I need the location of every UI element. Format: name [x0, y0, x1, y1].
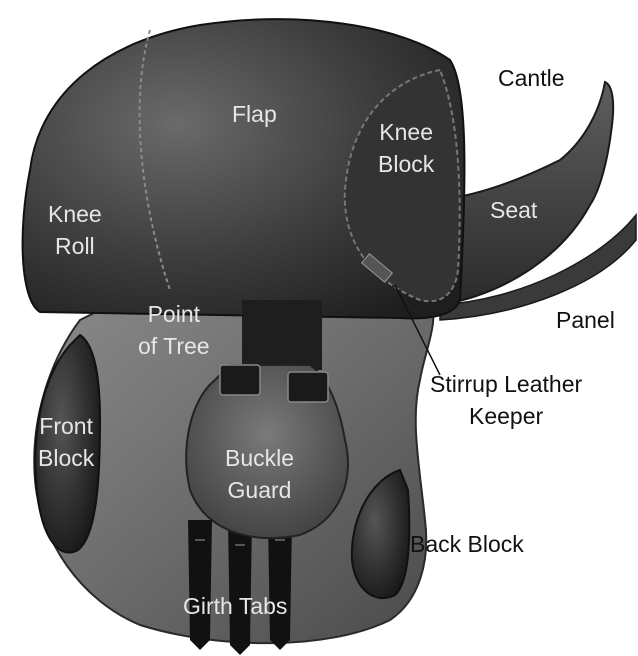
- label-front-block: Front Block: [38, 410, 94, 474]
- label-buckle-guard: Buckle Guard: [225, 442, 294, 506]
- label-knee-roll: Knee Roll: [48, 198, 102, 262]
- label-girth-tabs: Girth Tabs: [183, 590, 287, 622]
- buckle-right: [288, 372, 328, 402]
- stirrup-leather-strap: [242, 300, 322, 370]
- label-seat: Seat: [490, 194, 537, 226]
- label-panel: Panel: [556, 304, 615, 336]
- label-knee-block: Knee Block: [378, 116, 434, 180]
- label-stirrup-leather-keeper: Stirrup Leather Keeper: [430, 368, 582, 432]
- buckle-left: [220, 365, 260, 395]
- label-cantle: Cantle: [498, 62, 564, 94]
- label-flap: Flap: [232, 98, 277, 130]
- girth-tabs-shape: [188, 520, 292, 655]
- label-point-of-tree: Point of Tree: [138, 298, 210, 362]
- label-back-block: Back Block: [410, 528, 524, 560]
